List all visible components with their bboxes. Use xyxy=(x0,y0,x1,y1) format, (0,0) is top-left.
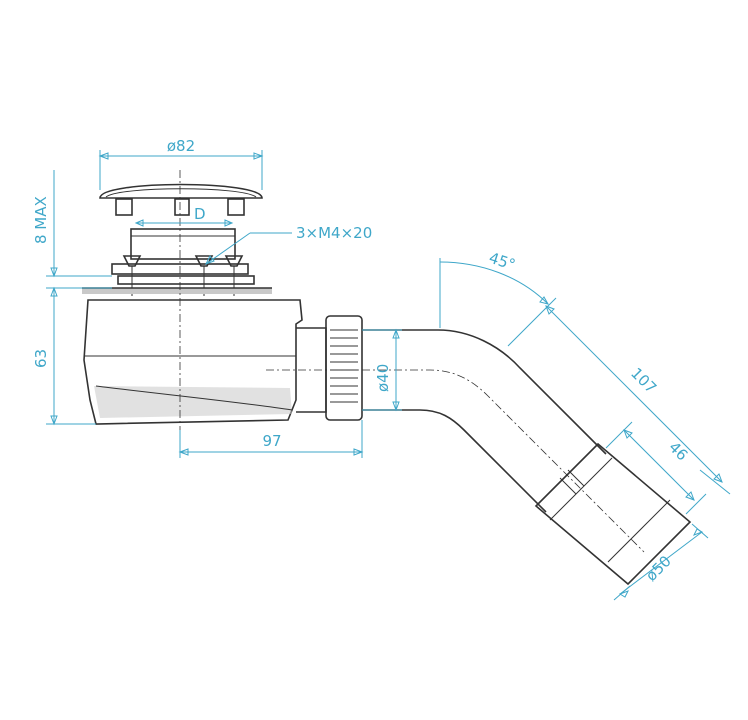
dim-flange-mark: D xyxy=(194,205,206,223)
dim-outlet-diameter: ø40 xyxy=(374,364,392,392)
dim-end-diameter: ø50 xyxy=(642,552,675,585)
dim-max-height: 8 MAX xyxy=(32,196,50,244)
dim-screws: 3×M4×20 xyxy=(296,224,372,242)
dome-cap xyxy=(99,183,263,199)
lower-flange xyxy=(117,275,255,285)
screw-right xyxy=(224,255,244,267)
end-coupling xyxy=(534,442,692,586)
dim-offset: 97 xyxy=(262,432,281,450)
cap-leg-left xyxy=(115,198,133,216)
screw-left xyxy=(122,255,142,267)
union-nut xyxy=(325,315,363,421)
dim-end-length: 46 xyxy=(665,438,691,464)
centerline-outlet xyxy=(266,369,645,553)
elbow-pipe-top xyxy=(362,329,607,455)
cap-leg-right xyxy=(227,198,245,216)
cap-leg-center xyxy=(174,198,190,216)
elbow-pipe-bottom xyxy=(362,409,547,513)
dimension-lines xyxy=(46,150,731,601)
dim-body-height: 63 xyxy=(32,349,50,368)
screw-center xyxy=(194,255,214,267)
trap-body-group xyxy=(82,183,692,586)
dim-cap-diameter: ø82 xyxy=(167,137,195,155)
